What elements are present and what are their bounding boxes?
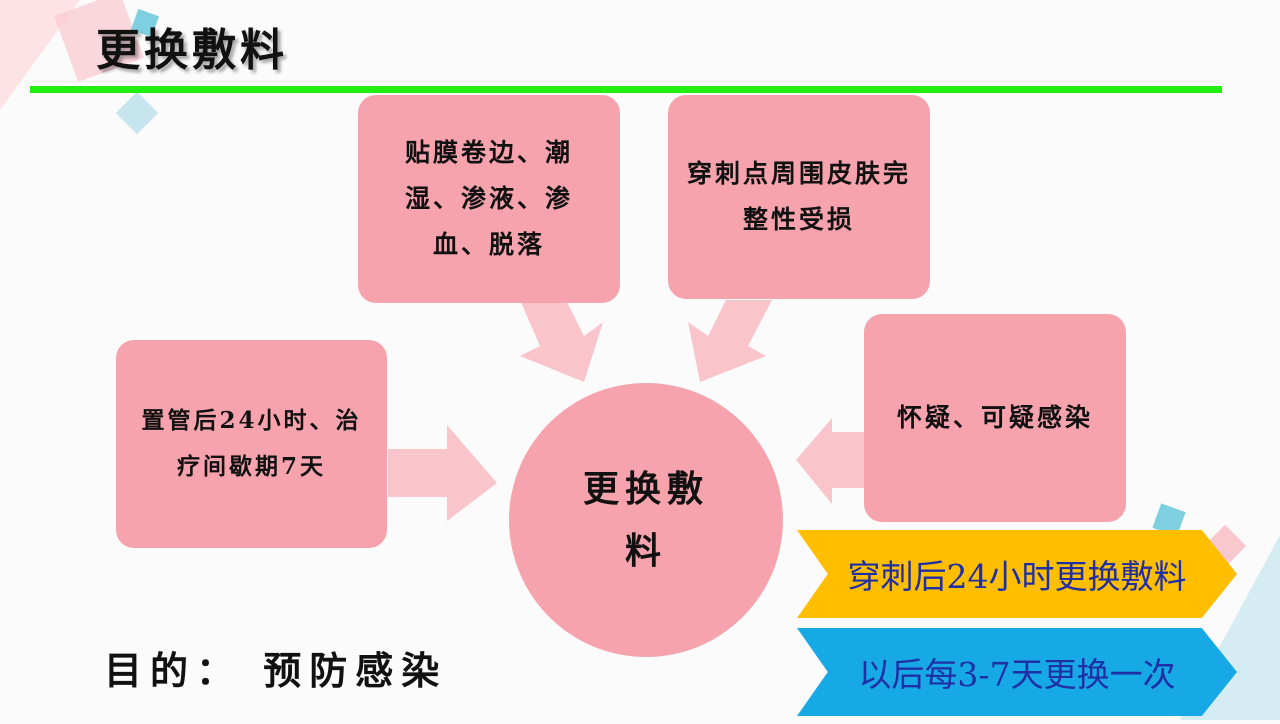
decor-pink-square [54,0,144,82]
decor-corner-shapes-svg [0,0,160,135]
banner-regular-change: 以后每3-7天更换一次 [797,628,1237,716]
box-infection: 怀疑、可疑感染 [864,314,1126,522]
box-dressing-condition-text: 贴膜卷边、潮湿、渗液、渗血、脱落 [404,138,573,259]
purpose-statement: 目的： 预防感染 [104,648,448,693]
slide-title: 更换敷料 [96,25,288,76]
decor-teal-square-br [1152,503,1186,537]
decor-corner-shapes [0,0,190,140]
banner-regular-change-text: 以后每3-7天更换一次 [858,655,1176,694]
box-schedule-text: 置管后24小时、治疗间歇期7天 [141,407,362,480]
banner-first-change: 穿刺后24小时更换敷料 [797,530,1237,618]
box-skin-damage-text: 穿刺点周围皮肤完整性受损 [686,159,911,234]
banner-first-change-text: 穿刺后24小时更换敷料 [847,557,1187,596]
arrow-from-right [796,418,864,504]
arrow-from-left [388,425,497,521]
box-infection-text: 怀疑、可疑感染 [896,403,1093,432]
center-circle: 更换敷料 [509,383,783,657]
arrow-from-top-right [688,300,772,382]
box-dressing-condition: 贴膜卷边、潮湿、渗液、渗血、脱落 [358,95,620,303]
box-schedule: 置管后24小时、治疗间歇期7天 [116,340,387,548]
title-underline [30,86,1222,93]
decor-teal-square [130,8,160,38]
box-skin-damage: 穿刺点周围皮肤完整性受损 [668,95,930,299]
center-circle-label: 更换敷料 [582,468,709,572]
arrow-from-top-left [520,300,603,382]
